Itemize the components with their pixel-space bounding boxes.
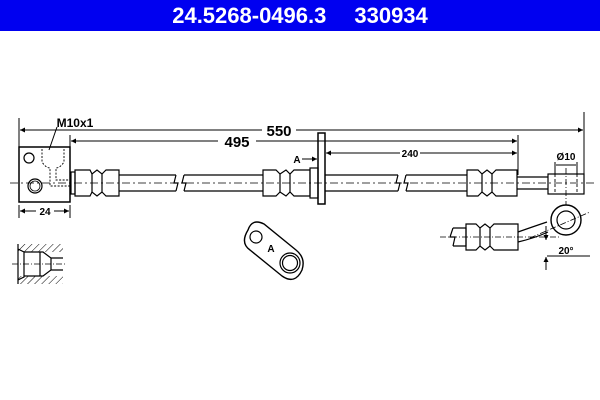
label-thread: M10x1	[57, 116, 94, 130]
reference-number: 330934	[354, 2, 428, 28]
label-length-to-bracket: 495	[224, 134, 249, 151]
dimension-eye-diameter	[554, 162, 578, 175]
title-bar: 24.5268-0496.3 330934	[0, 0, 600, 31]
label-bend-angle: 20°	[558, 246, 573, 257]
label-bracket-detail-marker: A	[267, 244, 274, 255]
thread-leader	[48, 126, 58, 151]
dimension-24	[18, 205, 71, 218]
dimension-495	[69, 135, 519, 175]
label-bracket-marker: A	[293, 155, 300, 166]
main-hose-view	[10, 132, 594, 205]
dimension-550	[18, 112, 585, 180]
label-overall-length: 550	[266, 123, 291, 140]
label-bracket-to-end: 240	[402, 149, 419, 160]
label-eye-diameter: Ø10	[557, 152, 576, 163]
thread-section-detail	[12, 244, 66, 284]
bracket-detail-a	[243, 221, 304, 281]
banjo-end-side-view	[440, 204, 591, 270]
label-fitting-width: 24	[39, 207, 51, 218]
part-number: 24.5268-0496.3	[172, 2, 327, 28]
